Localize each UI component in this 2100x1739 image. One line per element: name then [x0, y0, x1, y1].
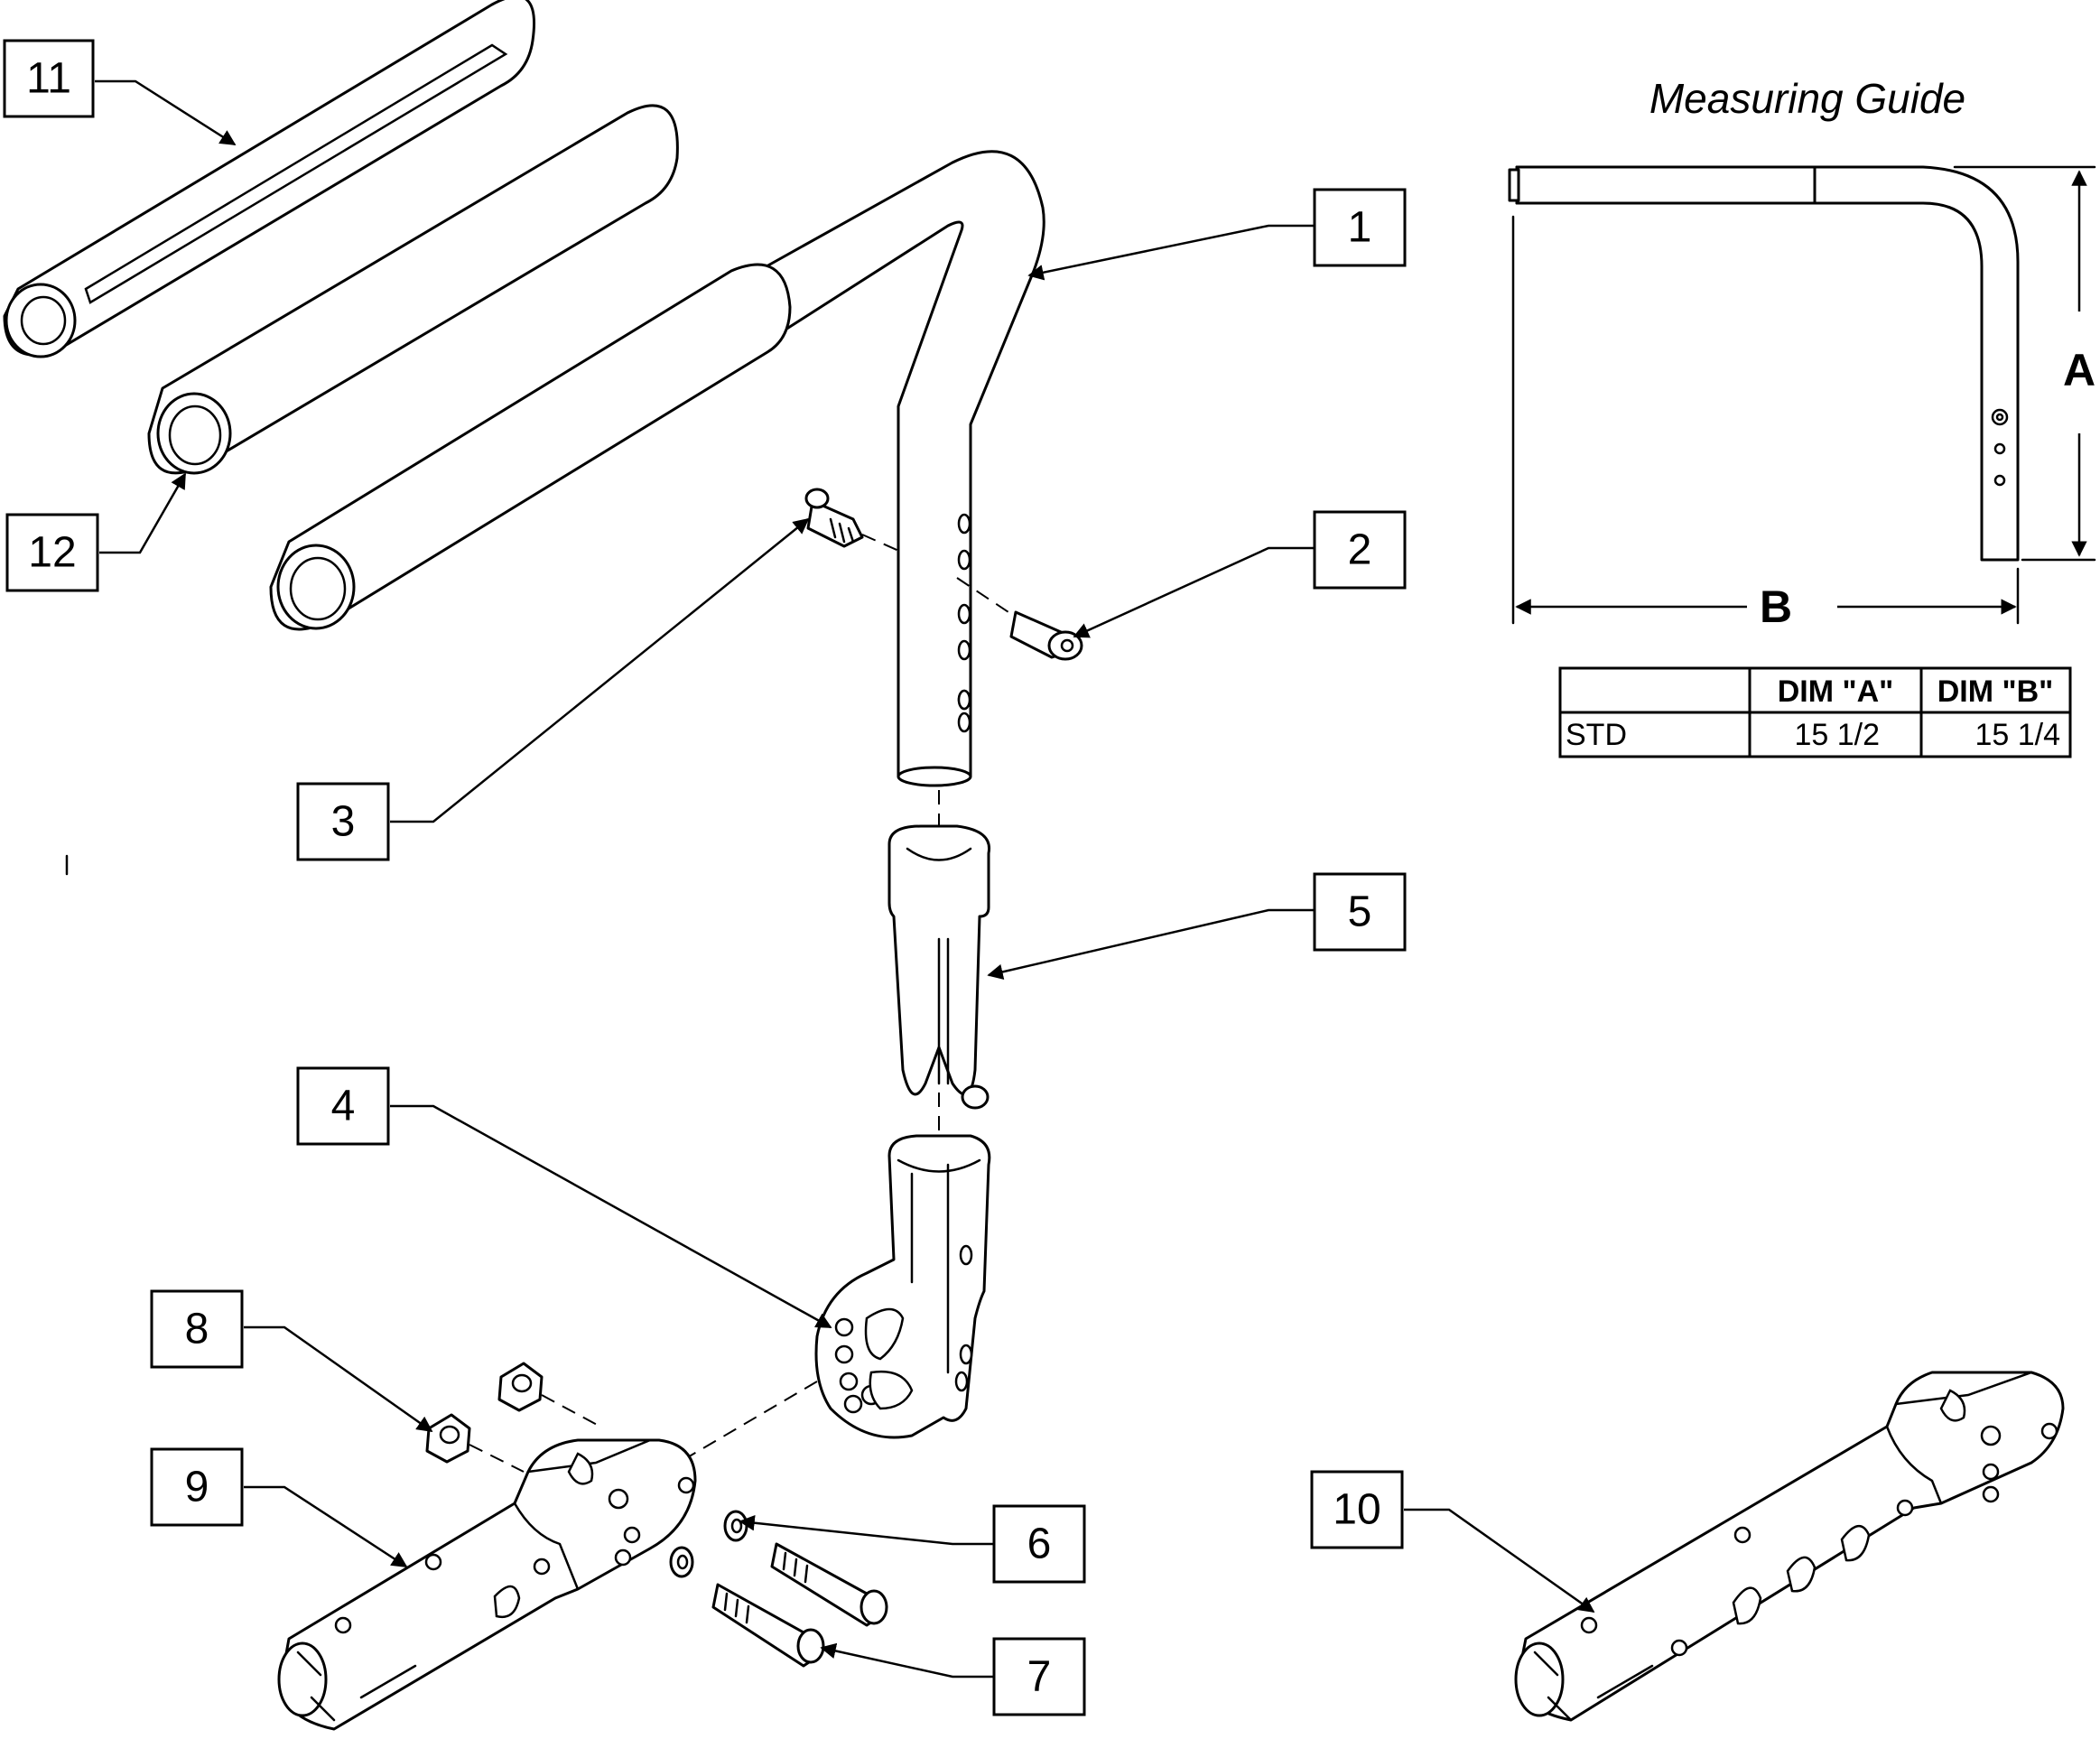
callout-label: 8 [185, 1306, 209, 1353]
callout-10: 10 [1310, 1470, 1404, 1549]
callout-12: 12 [5, 513, 99, 592]
callout-8: 8 [150, 1289, 244, 1369]
callout-label: 10 [1333, 1486, 1380, 1534]
callout-label: 11 [26, 55, 71, 103]
hanger-bar [1514, 1371, 2065, 1722]
table-header-dim-b: DIM "B" [1937, 674, 2054, 709]
callout-2: 2 [1313, 510, 1407, 590]
leader-lines [95, 79, 1595, 1679]
armrest-tube [269, 150, 1045, 787]
table-header-dim-a: DIM "A" [1778, 674, 1894, 709]
screw-part-3 [804, 488, 904, 553]
callout-5: 5 [1313, 872, 1407, 952]
sleeve-insert [887, 790, 991, 1156]
callout-1: 1 [1313, 188, 1407, 267]
dimension-a-label: A [2063, 345, 2095, 395]
callout-label: 7 [1027, 1653, 1052, 1701]
callout-11: 11 [3, 39, 95, 118]
callout-label: 12 [28, 529, 76, 577]
table-cell-size: STD [1566, 718, 1627, 752]
callout-label: 5 [1348, 888, 1372, 936]
dimension-b-label: B [1760, 581, 1792, 632]
grip-sleeve [147, 104, 679, 475]
measuring-guide: Measuring Guide A B [1508, 75, 2096, 632]
callout-label: 1 [1348, 204, 1372, 252]
dimension-table: DIM "A" DIM "B" STD 15 1/2 15 1/4 [1558, 666, 2072, 758]
callout-9: 9 [150, 1447, 244, 1527]
callout-6: 6 [992, 1504, 1086, 1584]
mounting-bracket [814, 1134, 991, 1439]
callout-4: 4 [296, 1066, 390, 1146]
callout-7: 7 [992, 1637, 1086, 1716]
grip-sleeve-slotted [3, 0, 535, 358]
table-cell-dim-a: 15 1/2 [1794, 718, 1880, 752]
hex-nut-part-8 [425, 1362, 818, 1473]
shoulder-bolt-part-2 [956, 577, 1083, 661]
callout-label: 6 [1027, 1520, 1052, 1568]
hanger-bar-assembly [277, 1438, 697, 1731]
callout-label: 4 [331, 1083, 356, 1130]
callout-label: 3 [331, 798, 356, 846]
callout-label: 2 [1348, 526, 1372, 574]
callout-3: 3 [296, 782, 390, 861]
callout-label: 9 [185, 1464, 209, 1511]
table-cell-dim-b: 15 1/4 [1975, 718, 2060, 752]
measuring-guide-title: Measuring Guide [1649, 75, 1965, 122]
